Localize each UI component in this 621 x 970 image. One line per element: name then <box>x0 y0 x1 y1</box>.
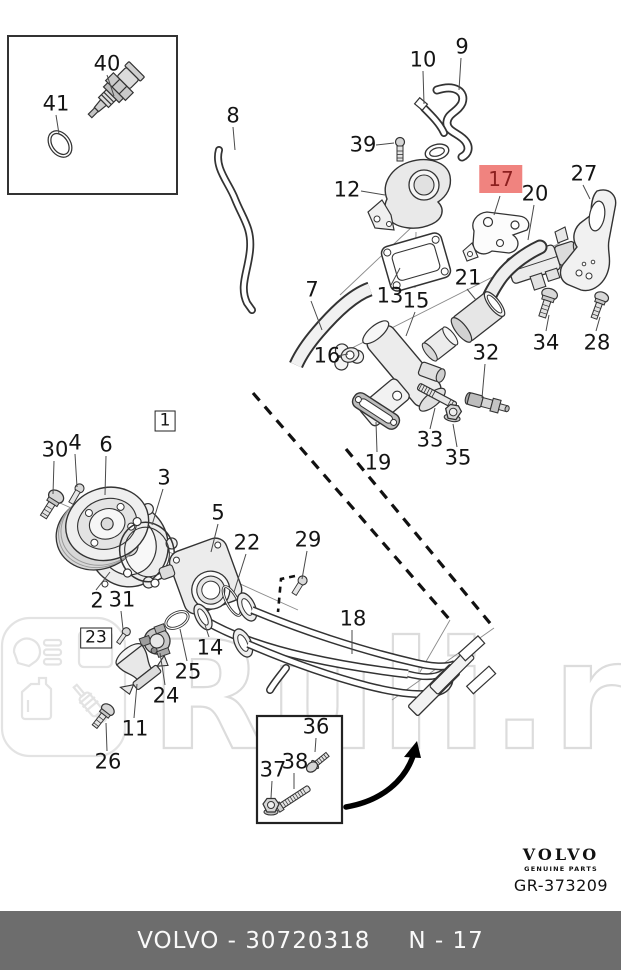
part-7-hose <box>289 281 373 369</box>
part-label-16: 16 <box>313 343 341 368</box>
part-label-3: 3 <box>157 465 171 490</box>
part-40-temp-sensor <box>87 61 145 119</box>
part-label-12: 12 <box>333 177 361 202</box>
part-11-thermostat-housing <box>115 643 169 696</box>
part-label-28: 28 <box>583 330 611 355</box>
part-18-pipes <box>232 592 497 716</box>
pointer-arrow <box>343 741 421 810</box>
brand-block: VOLVO GENUINE PARTS GR-373209 <box>505 845 617 895</box>
part-label-10: 10 <box>409 47 437 72</box>
part-30-bolt <box>39 489 65 520</box>
part-label-31: 31 <box>108 587 136 612</box>
part-label-23: 23 <box>80 627 112 649</box>
part-19-gasket <box>351 392 401 430</box>
footer-bar: VOLVO - 30720318 N - 17 <box>0 911 621 970</box>
lamp-icon <box>12 637 63 668</box>
part-label-39: 39 <box>349 132 377 157</box>
dashed-section-lines <box>251 391 496 630</box>
part-label-37: 37 <box>259 757 287 782</box>
part-25-o-ring <box>164 610 190 630</box>
part-label-9: 9 <box>455 34 469 59</box>
part-label-35: 35 <box>444 445 472 470</box>
part-label-27: 27 <box>570 161 598 186</box>
part-label-34: 34 <box>532 330 560 355</box>
part-label-20: 20 <box>521 181 549 206</box>
part-label-36: 36 <box>302 714 330 739</box>
oil-can-icon <box>20 676 53 721</box>
part-label-15: 15 <box>402 288 430 313</box>
part-label-11: 11 <box>121 716 149 741</box>
part-28-bolt <box>590 291 610 320</box>
part-8-hose <box>214 146 256 314</box>
part-label-41: 41 <box>42 91 70 116</box>
footer-part-reference: VOLVO - 30720318 <box>137 927 371 954</box>
part-12-thermostat-housing <box>367 158 452 231</box>
part-label-24: 24 <box>152 683 180 708</box>
part-label-7: 7 <box>305 277 319 302</box>
volvo-logo: VOLVO <box>522 845 600 864</box>
part-label-33: 33 <box>416 427 444 452</box>
brand-tagline: GENUINE PARTS <box>524 865 598 873</box>
part-label-30: 30 <box>41 437 69 462</box>
part-21-pipe <box>421 239 548 362</box>
part-39-bolt <box>394 136 406 162</box>
part-26-bolt <box>91 703 115 730</box>
part-label-26: 26 <box>94 749 122 774</box>
part-label-38: 38 <box>281 749 309 774</box>
part-16-flange <box>334 343 365 371</box>
part-label-22: 22 <box>233 530 261 555</box>
part-label-4: 4 <box>68 430 82 455</box>
part-6-pulley <box>55 486 150 571</box>
part-label-25: 25 <box>174 659 202 684</box>
part-29-screw <box>291 575 308 596</box>
watermark-text: Ruli.ru <box>150 610 621 784</box>
part-22-seal <box>221 585 243 617</box>
part-label-2: 2 <box>90 588 104 613</box>
part-14-pipe <box>193 603 409 679</box>
part-34-bolt <box>538 287 559 319</box>
leader-lines <box>52 57 601 799</box>
part-label-29: 29 <box>294 527 322 552</box>
drawing-code: GR-373209 <box>513 876 609 895</box>
part-32-banjo-bolt <box>464 391 510 414</box>
part-label-1: 1 <box>154 410 176 432</box>
part-label-6: 6 <box>99 432 113 457</box>
part-label-17: 17 <box>479 165 523 193</box>
part-10-hose <box>413 96 448 137</box>
part-label-32: 32 <box>472 340 500 365</box>
part-13-gasket <box>380 232 452 292</box>
part-label-40: 40 <box>93 51 121 76</box>
inset-box-fasteners <box>255 714 344 825</box>
part-24-thermostat <box>138 623 171 659</box>
part-3-gasket <box>118 516 180 588</box>
part-label-19: 19 <box>364 450 392 475</box>
part-27-bracket <box>554 189 617 292</box>
part-31-screw <box>115 627 131 645</box>
part-label-18: 18 <box>339 606 367 631</box>
diagram-artwork: Ruli.ru <box>0 35 621 825</box>
part-41-o-ring <box>47 130 73 158</box>
part-9-hose <box>432 83 473 162</box>
part-36-bolt <box>305 751 330 773</box>
part-37-nut <box>262 797 280 816</box>
part-label-8: 8 <box>226 103 240 128</box>
hose-clamp <box>424 143 450 161</box>
part-17-bracket <box>462 211 530 262</box>
part-label-14: 14 <box>196 635 224 660</box>
inset-box-sensor <box>7 35 178 195</box>
footer-page-reference: N - 17 <box>408 927 484 954</box>
part-label-21: 21 <box>454 265 482 290</box>
part-label-5: 5 <box>211 500 225 525</box>
part-35-nut <box>443 403 463 423</box>
part-38-stud <box>274 785 311 813</box>
part-label-13: 13 <box>376 283 404 308</box>
